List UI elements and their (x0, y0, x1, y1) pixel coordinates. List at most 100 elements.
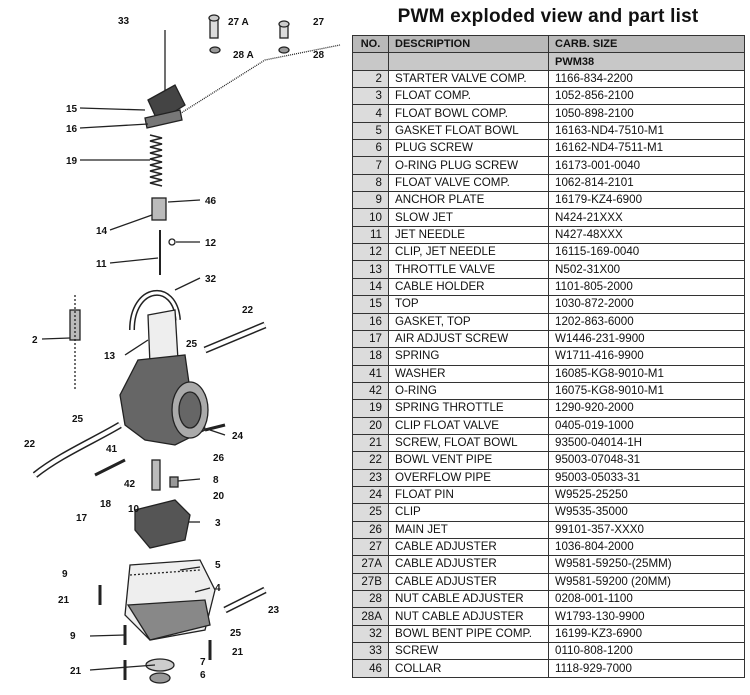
cell-part-number: 0405-019-1000 (548, 416, 745, 435)
cell-description: ANCHOR PLATE (388, 191, 549, 210)
cell-part-number: 1052-856-2100 (548, 87, 745, 106)
label-23: 23 (268, 605, 280, 616)
cell-no: 7 (352, 156, 389, 175)
cell-description: MAIN JET (388, 520, 549, 539)
label-25-left: 25 (72, 414, 84, 425)
cell-part-number: 16199-KZ3-6900 (548, 624, 745, 644)
cell-part-number: 1290-920-2000 (548, 399, 745, 418)
cell-part-number: 16075-KG8-9010-M1 (548, 381, 745, 401)
cell-part-number: 16085-KG8-9010-M1 (548, 364, 745, 383)
cell-part-number: 1030-872-2000 (548, 295, 745, 314)
cell-description: CABLE ADJUSTER (388, 537, 549, 557)
cell-description: NUT CABLE ADJUSTER (388, 589, 549, 609)
label-19: 19 (66, 156, 78, 167)
label-33: 33 (118, 16, 130, 27)
label-27a: 27 A (228, 17, 249, 28)
cell-no: 12 (352, 243, 389, 262)
cell-description: O-RING (388, 381, 549, 401)
cell-no: 14 (352, 277, 389, 297)
cell-no: 46 (352, 659, 389, 678)
label-3: 3 (215, 518, 221, 529)
cell-description: CLIP (388, 503, 549, 522)
label-16: 16 (66, 124, 78, 135)
cell-part-number: 16163-ND4-7510-M1 (548, 121, 745, 141)
cell-part-number: 16173-001-0040 (548, 156, 745, 175)
table-header-row: NO. DESCRIPTION CARB. SIZE (352, 34, 745, 54)
cell-description: CLIP FLOAT VALVE (388, 416, 549, 435)
label-2: 2 (32, 335, 38, 346)
cell-description: CABLE ADJUSTER (388, 555, 549, 574)
header-description: DESCRIPTION (388, 34, 549, 54)
cell-description: CLIP, JET NEEDLE (388, 243, 549, 262)
cell-part-number: 1166-834-2200 (548, 69, 745, 89)
cell-no: 26 (352, 520, 389, 539)
cell-description: STARTER VALVE COMP. (388, 69, 549, 89)
cell-description: SCREW (388, 642, 549, 661)
cell-part-number: 16115-169-0040 (548, 243, 745, 262)
label-20: 20 (213, 491, 225, 502)
cell-description: SLOW JET (388, 208, 549, 227)
cell-no: 41 (352, 364, 389, 383)
label-15: 15 (66, 104, 78, 115)
label-10: 10 (128, 504, 140, 515)
cell-description: JET NEEDLE (388, 225, 549, 245)
label-17: 17 (76, 513, 88, 524)
cell-no: 2 (352, 69, 389, 89)
cell-no: 27B (352, 572, 389, 592)
label-9-bottom: 9 (70, 631, 76, 642)
cell-no: 28 (352, 589, 389, 609)
header-no: NO. (352, 34, 389, 54)
cell-no: 9 (352, 191, 389, 210)
cell-no: 42 (352, 381, 389, 401)
cell-description: THROTTLE VALVE (388, 260, 549, 279)
subheader-blank (388, 52, 549, 71)
label-11: 11 (96, 259, 107, 270)
cell-no: 21 (352, 433, 389, 453)
cell-no: 6 (352, 139, 389, 158)
page-title: PWM exploded view and part list (397, 6, 699, 27)
cell-description: O-RING PLUG SCREW (388, 156, 549, 175)
cell-no: 11 (352, 225, 389, 245)
label-22-right: 22 (242, 305, 254, 316)
cell-description: COLLAR (388, 659, 549, 678)
cell-part-number: 1202-863-6000 (548, 312, 745, 331)
cell-no: 4 (352, 104, 389, 123)
label-18: 18 (100, 499, 112, 510)
cell-no: 15 (352, 295, 389, 314)
label-22-left: 22 (24, 439, 36, 450)
label-4: 4 (215, 583, 221, 594)
cell-part-number: 1101-805-2000 (548, 277, 745, 297)
label-27: 27 (313, 17, 325, 28)
label-25-bottom: 25 (230, 628, 242, 639)
cell-part-number: 95003-05033-31 (548, 468, 745, 487)
label-13: 13 (104, 351, 116, 362)
cell-part-number: 1062-814-2101 (548, 173, 745, 193)
cell-description: FLOAT COMP. (388, 87, 549, 106)
cell-part-number: N424-21XXX (548, 208, 745, 227)
cell-part-number: W9581-59250-(25MM) (548, 555, 745, 574)
cell-part-number: 0208-001-1100 (548, 589, 745, 609)
cell-part-number: 0110-808-1200 (548, 642, 745, 661)
cell-part-number: W1711-416-9900 (548, 347, 745, 366)
cell-no: 23 (352, 468, 389, 487)
cell-no: 3 (352, 87, 389, 106)
